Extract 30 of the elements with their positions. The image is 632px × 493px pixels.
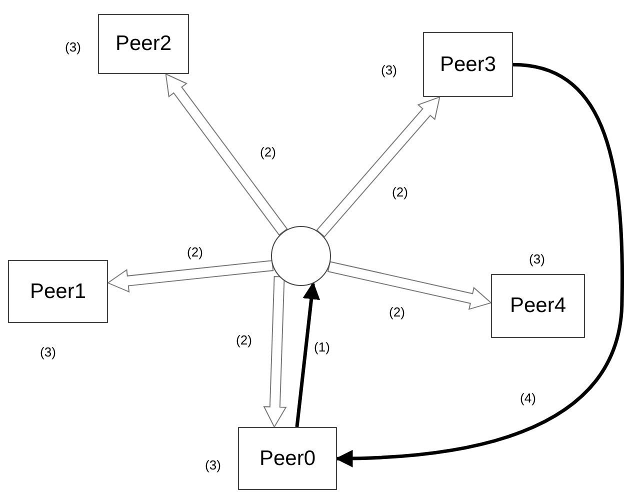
node-label: Peer2 [115, 32, 172, 56]
peer-box [8, 260, 108, 323]
hollow-arrow [106, 260, 274, 293]
hollow-arrow [316, 96, 440, 238]
edge-label: (4) [518, 390, 538, 406]
node-label: Peer4 [510, 294, 566, 318]
edge-label: (2) [390, 184, 410, 200]
step-number: (3) [40, 344, 56, 360]
hollow-arrow [165, 73, 288, 236]
edge-label: (1) [312, 340, 332, 354]
step-number: (3) [65, 40, 81, 54]
peer-box [238, 427, 337, 490]
step-number: (3) [529, 252, 545, 266]
edge-label: (2) [234, 332, 254, 348]
edge-label: (2) [258, 144, 278, 160]
arrow [335, 62, 624, 468]
edge-label: (2) [185, 244, 205, 260]
node-label: Peer0 [259, 446, 316, 470]
step-number: (3) [381, 62, 397, 78]
node-label: Peer1 [30, 280, 86, 304]
edge-label: (2) [387, 304, 407, 320]
peer-box [423, 32, 513, 97]
hollow-arrow [327, 261, 492, 310]
node-label: Peer3 [440, 52, 496, 76]
circle-node [271, 226, 331, 286]
step-number: (3) [205, 458, 221, 472]
arrow [295, 282, 320, 428]
peer-box [491, 274, 585, 338]
hollow-arrow [263, 276, 287, 428]
peer-box [98, 14, 189, 74]
